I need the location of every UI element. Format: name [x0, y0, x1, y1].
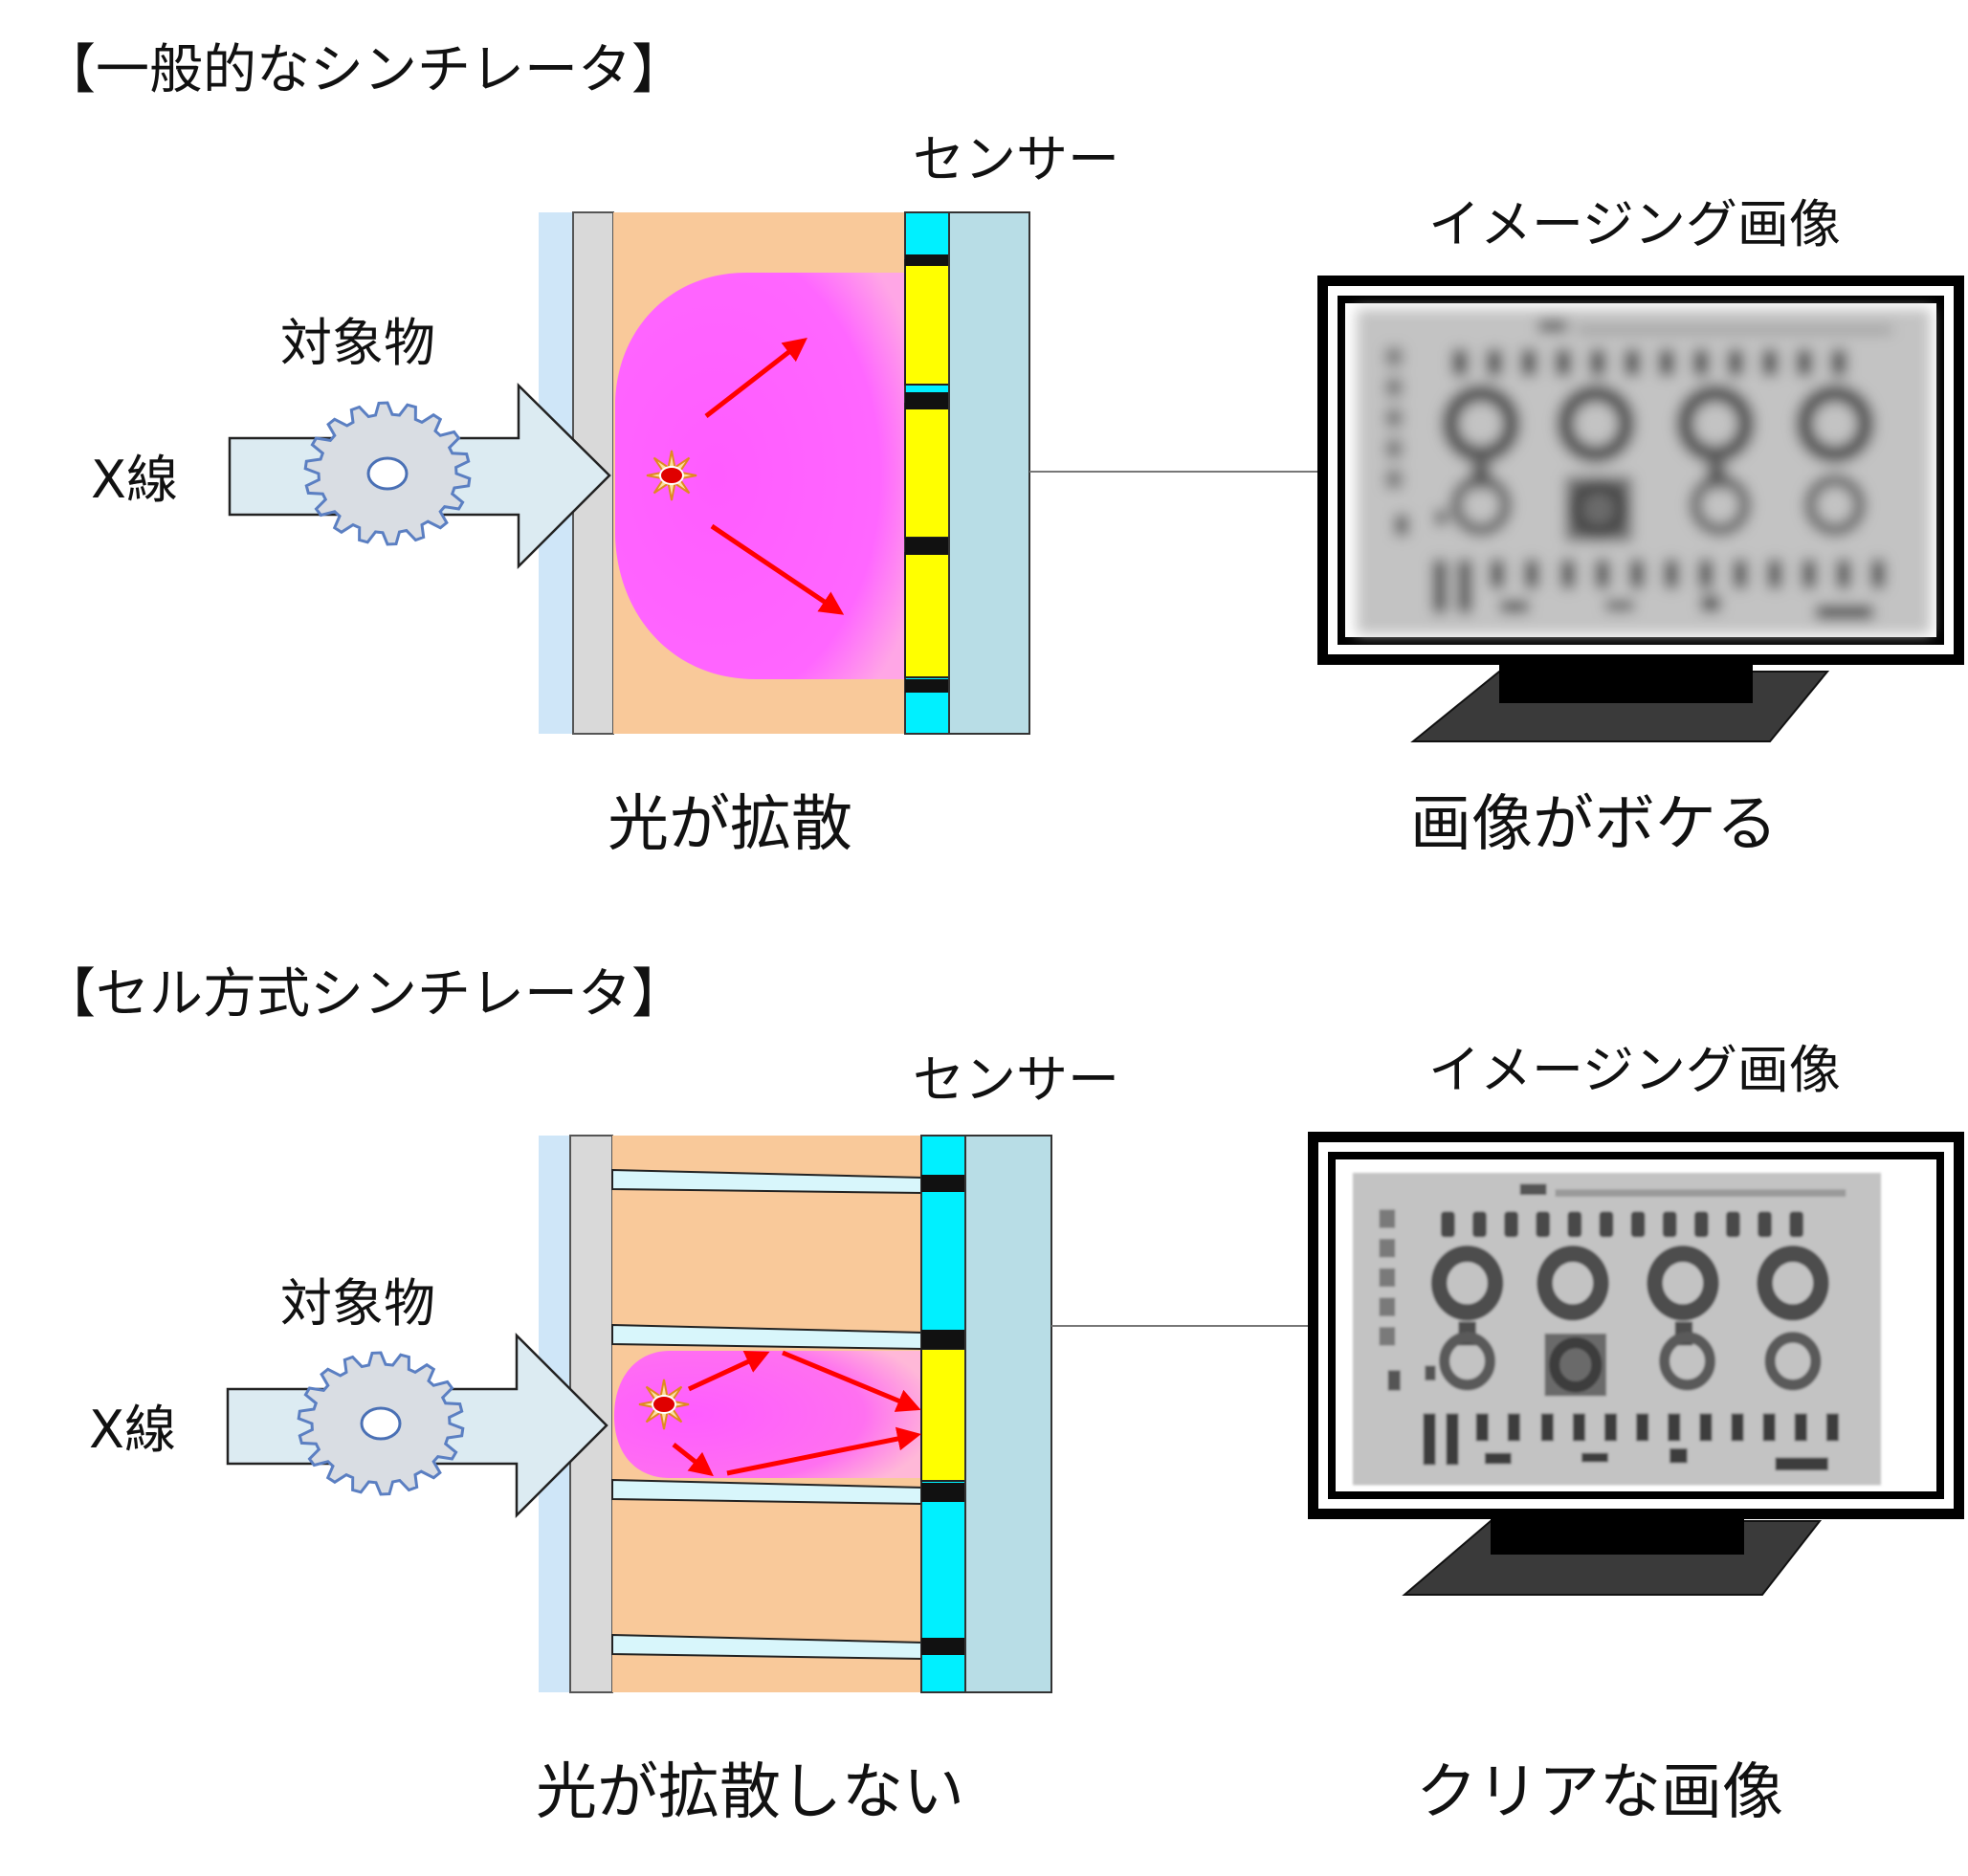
light-ray-arrow [672, 1443, 714, 1477]
panel1-imaging-label: イメージング画像 [1428, 194, 1841, 254]
gear-icon [303, 401, 472, 546]
sensor-array [904, 211, 950, 735]
light-ray-arrow [710, 523, 845, 615]
panel2-caption-right: クリアな画像 [1416, 1757, 1783, 1828]
panel1-caption-left: 光が拡散 [608, 789, 852, 860]
panel1-object-label: 対象物 [280, 313, 435, 373]
sensor-array [920, 1135, 966, 1693]
panel1-xray-label: X線 [91, 450, 178, 510]
panel2-caption-left: 光が拡散しない [536, 1757, 964, 1828]
panel2-sensor-label: センサー [913, 1049, 1119, 1110]
confined-light-glow [614, 1351, 923, 1478]
panel1-caption-right: 画像がボケる [1410, 789, 1778, 860]
monitor-icon [1308, 1132, 1964, 1596]
cell-walls [611, 1168, 924, 1661]
panel-cell-type [226, 1132, 1964, 1693]
light-ray-arrow [726, 1426, 921, 1476]
panel2-xray-label: X線 [89, 1400, 176, 1460]
panel2-heading: 【セル方式シンチレータ】 [42, 963, 685, 1026]
panel2-object-label: 対象物 [280, 1273, 435, 1334]
sensor-substrate [948, 211, 1030, 735]
monitor-icon [1317, 276, 1964, 742]
light-ray-arrow [782, 1350, 921, 1412]
light-ray-arrow [704, 337, 807, 418]
flash-icon [646, 450, 697, 501]
sensor-substrate [964, 1135, 1052, 1693]
gear-icon [297, 1351, 465, 1496]
clear-image [1353, 1173, 1881, 1485]
panel2-imaging-label: イメージング画像 [1428, 1040, 1841, 1100]
panel1-heading: 【一般的なシンチレータ】 [42, 39, 685, 101]
flash-icon [638, 1379, 690, 1430]
blurred-image [1357, 309, 1931, 634]
light-ray-arrow [687, 1351, 770, 1392]
panel-conventional [228, 211, 1964, 742]
panel1-sensor-label: センサー [913, 129, 1119, 189]
light-diffusion-glow [615, 273, 905, 679]
